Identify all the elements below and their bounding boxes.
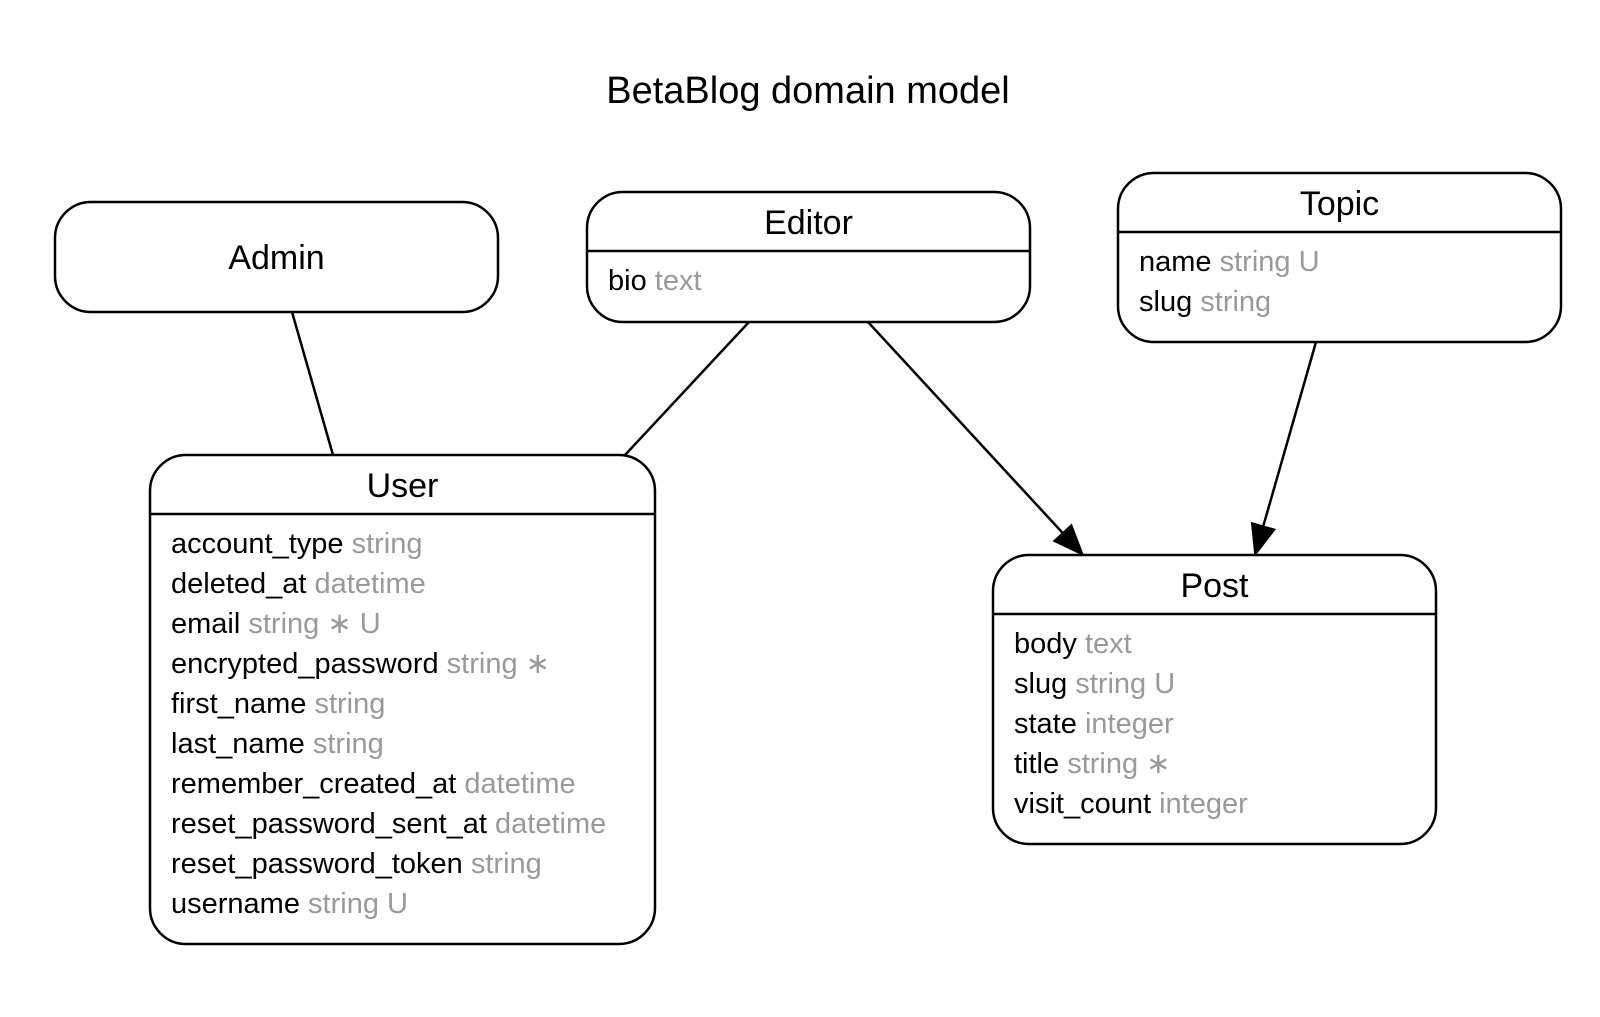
entity-topic-box xyxy=(1116,171,1563,344)
entity-admin: Admin xyxy=(53,200,500,314)
entity-post-box xyxy=(991,553,1438,846)
attribute-name: email xyxy=(171,608,240,640)
attribute-type: string xyxy=(352,528,423,560)
relation-line xyxy=(290,311,335,456)
relation-admin-user xyxy=(290,311,335,456)
entity-admin-title: Admin xyxy=(228,239,324,277)
attribute-row: slug string xyxy=(1139,286,1271,318)
entity-topic-title: Topic xyxy=(1300,185,1379,223)
attribute-name: visit_count xyxy=(1014,788,1151,820)
attribute-type: string ∗ U xyxy=(248,608,380,640)
attribute-row: bio text xyxy=(608,265,702,297)
arrowhead xyxy=(1052,523,1085,557)
attribute-type: string xyxy=(314,688,385,720)
relation-editor-post xyxy=(867,321,1085,557)
entity-editor: Editor bio text xyxy=(585,190,1032,324)
attribute-type: string ∗ xyxy=(447,648,550,680)
attribute-name: last_name xyxy=(171,728,305,760)
attribute-type: string xyxy=(313,728,384,760)
attribute-type: integer xyxy=(1085,708,1174,740)
entity-user-title: User xyxy=(367,467,439,505)
attribute-row: remember_created_at datetime xyxy=(171,768,576,800)
attribute-row: slug string U xyxy=(1014,668,1175,700)
attribute-type: string xyxy=(1200,286,1271,318)
attribute-name: title xyxy=(1014,748,1059,780)
attribute-row: last_name string xyxy=(171,728,384,760)
attribute-name: deleted_at xyxy=(171,568,306,600)
entity-editor-box xyxy=(585,190,1032,324)
attribute-row: first_name string xyxy=(171,688,385,720)
attribute-name: first_name xyxy=(171,688,306,720)
attribute-name: state xyxy=(1014,708,1077,740)
attribute-row: deleted_at datetime xyxy=(171,568,426,600)
attribute-name: bio xyxy=(608,265,647,297)
attribute-name: remember_created_at xyxy=(171,768,456,800)
attribute-name: slug xyxy=(1014,668,1067,700)
attribute-row: encrypted_password string ∗ xyxy=(171,648,550,680)
entity-topic: Topic name string U slug string xyxy=(1116,171,1563,344)
attribute-type: string xyxy=(471,848,542,880)
attribute-row: state integer xyxy=(1014,708,1174,740)
attribute-row: body text xyxy=(1014,628,1132,660)
relation-line xyxy=(867,321,1064,534)
relation-editor-user xyxy=(624,321,750,456)
attribute-type: string U xyxy=(308,888,408,920)
relation-line xyxy=(1262,341,1318,527)
diagram-title: BetaBlog domain model xyxy=(606,70,1009,112)
attribute-name: username xyxy=(171,888,300,920)
attribute-row: account_type string xyxy=(171,528,423,560)
entity-editor-title: Editor xyxy=(764,204,853,242)
entity-user-box xyxy=(148,453,657,946)
relation-line xyxy=(624,321,750,456)
attribute-row: username string U xyxy=(171,888,408,920)
attribute-row: name string U xyxy=(1139,246,1320,278)
attribute-type: datetime xyxy=(315,568,426,600)
entity-user: User account_type string deleted_at dateti… xyxy=(148,453,657,946)
attribute-row: title string ∗ xyxy=(1014,748,1170,780)
arrowhead xyxy=(1250,521,1277,557)
attribute-type: string ∗ xyxy=(1067,748,1170,780)
attribute-name: name xyxy=(1139,246,1212,278)
attribute-type: string U xyxy=(1075,668,1175,700)
attribute-name: account_type xyxy=(171,528,344,560)
attribute-type: text xyxy=(655,265,702,297)
attribute-row: reset_password_token string xyxy=(171,848,542,880)
attribute-type: string U xyxy=(1220,246,1320,278)
attribute-row: visit_count integer xyxy=(1014,788,1248,820)
entity-post-title: Post xyxy=(1180,567,1249,605)
attribute-name: body xyxy=(1014,628,1077,660)
entity-admin-box xyxy=(53,200,500,314)
attribute-row: reset_password_sent_at datetime xyxy=(171,808,606,840)
attribute-type: integer xyxy=(1159,788,1248,820)
attribute-name: encrypted_password xyxy=(171,648,439,680)
attribute-name: reset_password_token xyxy=(171,848,463,880)
attribute-type: datetime xyxy=(464,768,575,800)
attribute-name: reset_password_sent_at xyxy=(171,808,487,840)
attribute-type: text xyxy=(1085,628,1132,660)
attribute-type: datetime xyxy=(495,808,606,840)
relations xyxy=(290,311,1318,557)
attribute-row: email string ∗ U xyxy=(171,608,381,640)
entity-post: Post body text slug string U state integer t… xyxy=(991,553,1438,846)
relation-topic-post xyxy=(1250,341,1318,557)
attribute-name: slug xyxy=(1139,286,1192,318)
